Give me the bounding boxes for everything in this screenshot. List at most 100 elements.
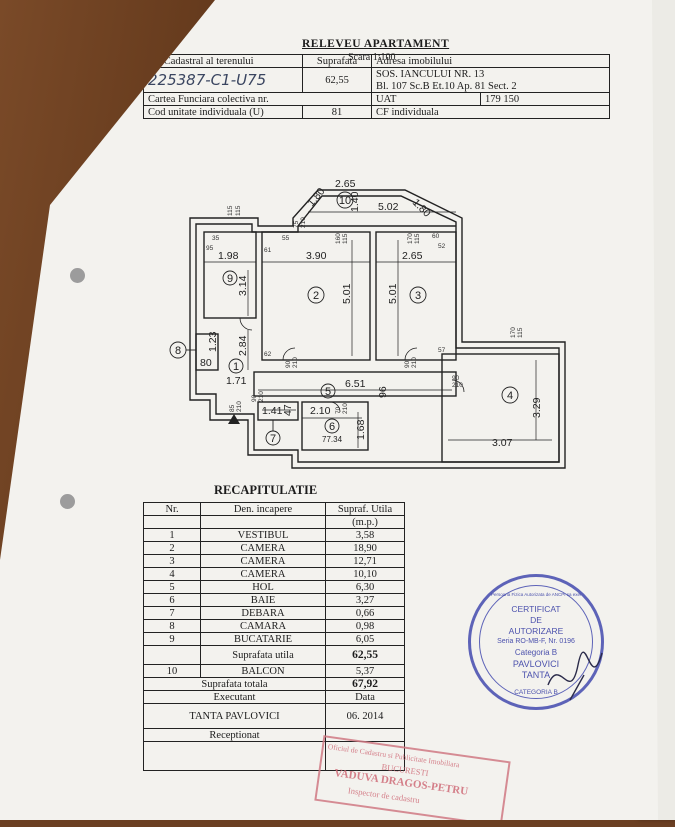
- room-num-10: 10: [339, 195, 351, 207]
- dim-balcony-left: 1.80: [305, 185, 327, 208]
- row-area: 6,30: [325, 580, 405, 594]
- dim-small: 57: [438, 347, 446, 354]
- row-nr: 6: [143, 593, 201, 607]
- dim-vestibul-width: 1.71: [226, 375, 247, 387]
- col-den-header: Den. incapere: [200, 502, 326, 516]
- dim-vestibul-depth: 2.84: [237, 335, 249, 356]
- room-2-walls: [261, 231, 371, 361]
- room-marker-4: [501, 386, 519, 404]
- dim-small: 75: [293, 220, 300, 228]
- dim-small: 115: [227, 205, 234, 216]
- signature: [547, 651, 603, 701]
- stamp-line-5: Categoria B: [514, 648, 558, 657]
- dim-small: 90: [251, 394, 258, 402]
- authorization-stamp: CERTIFICAT DE AUTORIZARE Seria RO-MB-F, …: [468, 574, 604, 710]
- dim-small: 160: [335, 233, 342, 244]
- dim-small: 62: [264, 351, 272, 358]
- row-area: 6,05: [325, 632, 405, 646]
- row-nr: 2: [143, 541, 201, 555]
- col-nr-header: Nr.: [143, 502, 201, 516]
- row-area: 0,66: [325, 606, 405, 620]
- row-name: BUCATARIE: [200, 632, 326, 646]
- row-area: 3,58: [325, 528, 405, 542]
- room-num-8: 8: [175, 345, 181, 357]
- dim-small: 115: [414, 233, 421, 244]
- room-marker-10: [336, 191, 354, 209]
- dim-small: 85: [229, 404, 236, 412]
- dim-storage-depth: 47: [282, 404, 294, 416]
- floor-plan: 10 9 2 3 8 1 5 4 6 7 2.65 1.80 1.40 1.80…: [169, 178, 566, 469]
- row-name: DEBARA: [200, 606, 326, 620]
- cod-unitate-value: 81: [302, 105, 372, 119]
- room-marker-2: [307, 286, 325, 304]
- stamp-line-4: Seria RO-MB-F, Nr. 0196: [497, 638, 575, 645]
- pantry-walls: [195, 333, 219, 371]
- room-num-3: 3: [415, 290, 421, 302]
- dim-small: 90: [404, 360, 411, 368]
- dim-small: 170: [407, 233, 414, 244]
- dim-small: 210: [236, 401, 243, 412]
- dim-storage-width: 1.41: [262, 405, 283, 417]
- row-name: VESTIBUL: [200, 528, 326, 542]
- dim-small: 115: [517, 327, 524, 338]
- dim-small: 210: [342, 403, 349, 414]
- room-marker-6: [324, 418, 340, 434]
- row-nr: 3: [143, 554, 201, 568]
- row-name: BAIE: [200, 593, 326, 607]
- row-nr: 1: [143, 528, 201, 542]
- balcon-area: 5,37: [325, 664, 405, 678]
- dim-small: 35: [212, 235, 220, 242]
- room-num-2: 2: [313, 290, 319, 302]
- recap-table: Nr. Den. incapere Supraf. Utila (m.p.) 1…: [143, 502, 405, 771]
- row-area: 12,71: [325, 554, 405, 568]
- dim-kitchen-width: 1.98: [218, 250, 239, 262]
- dim-small: 170: [510, 327, 517, 338]
- dim-room2-width: 3.90: [306, 250, 327, 262]
- col-supraf-header: Supraf. Utila: [325, 502, 405, 516]
- dim-bath-level: 77.34: [322, 435, 343, 444]
- dim-hall-width: 96: [377, 386, 389, 398]
- room-num-6: 6: [329, 421, 335, 433]
- surface-value: 62,55: [302, 67, 372, 93]
- row-nr: 8: [143, 619, 201, 633]
- stamp-line-3: AUTORIZARE: [508, 626, 564, 636]
- cadastral-header-table: Nr. Cadastral al terenului Suprafata Adr…: [143, 54, 610, 119]
- hall-walls: [253, 371, 457, 397]
- dim-small: 210: [411, 357, 418, 368]
- dim-small: 95: [206, 245, 214, 252]
- dim-balcony-right: 1.80: [410, 197, 433, 220]
- row-name: HOL: [200, 580, 326, 594]
- col-unit-header: (m.p.): [325, 515, 405, 529]
- cod-unitate-label: Cod unitate individuala (U): [143, 105, 303, 119]
- dim-pantry-depth: 1.23: [207, 331, 219, 352]
- row-name: CAMERA: [200, 567, 326, 581]
- dim-small: 210: [452, 382, 463, 389]
- stamp-line-2: DE: [530, 615, 542, 625]
- data-label: Data: [325, 690, 405, 704]
- dim-small: 210: [300, 217, 307, 228]
- room-marker-9: [222, 270, 238, 286]
- row-area: 18,90: [325, 541, 405, 555]
- executant-name: TANTA PAVLOVICI: [143, 703, 326, 729]
- cadastral-number: 225387-C1-U75: [143, 67, 303, 93]
- dim-balcony-width: 2.65: [335, 178, 356, 190]
- room-marker-5: [320, 383, 336, 399]
- dim-small: 52: [438, 243, 446, 250]
- row-nr: 5: [143, 580, 201, 594]
- row-nr: 9: [143, 632, 201, 646]
- dim-balcony-length: 5.02: [378, 201, 399, 213]
- dim-small: 55: [282, 235, 290, 242]
- room-marker-3: [409, 286, 427, 304]
- ocpi-stamp: Oficiul de Cadastru si Publicitate Imobi…: [314, 735, 511, 820]
- punch-hole-bottom: [60, 494, 75, 509]
- dim-small: 210: [292, 357, 299, 368]
- recap-title: RECAPITULATIE: [214, 483, 318, 497]
- room-num-7: 7: [270, 433, 276, 445]
- room-num-9: 9: [227, 273, 233, 285]
- address-label: Adresa imobilului: [371, 54, 610, 68]
